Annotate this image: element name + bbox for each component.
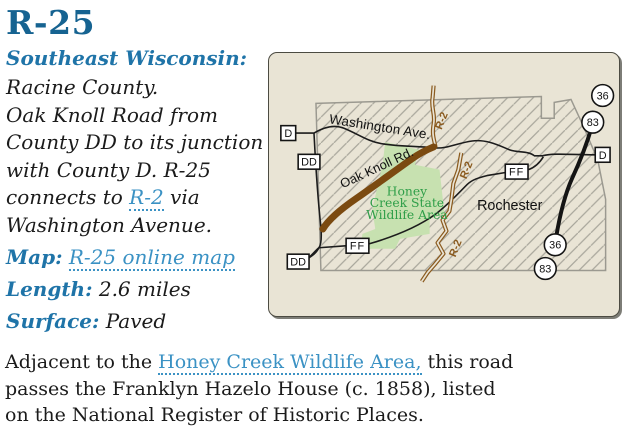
highway-36-83-road bbox=[554, 122, 595, 238]
county-marker-dd-south: DD bbox=[286, 253, 310, 270]
county-marker-d-left: D bbox=[280, 124, 297, 142]
svg-text:FF: FF bbox=[350, 241, 365, 253]
oak-knoll-rustic-road bbox=[319, 143, 438, 233]
county-marker-d-east: D bbox=[594, 146, 611, 164]
r2-route-link[interactable]: R-2 bbox=[129, 185, 164, 211]
svg-text:DD: DD bbox=[301, 157, 317, 169]
intro-line-5-prefix: connects to bbox=[6, 185, 130, 209]
r2-road-north-inner bbox=[431, 85, 437, 149]
svg-text:FF: FF bbox=[509, 167, 524, 179]
route-shield-83-top: 83 bbox=[581, 110, 605, 134]
wildlife-area-link[interactable]: Honey Creek Wildlife Area, bbox=[158, 351, 422, 375]
svg-text:83: 83 bbox=[539, 263, 551, 275]
svg-text:36: 36 bbox=[597, 90, 609, 102]
surface-label: Surface: bbox=[6, 309, 100, 333]
intro-line-3: County DD to its junction bbox=[6, 130, 264, 154]
footer-paragraph: Adjacent to the Honey Creek Wildlife Are… bbox=[5, 349, 625, 429]
route-map-svg: Washington Ave. Oak Knoll Rd. Rochester … bbox=[280, 83, 615, 283]
map-label: Map: bbox=[6, 245, 63, 269]
intro-line-6: Washington Avenue. bbox=[6, 212, 213, 237]
route-map: Washington Ave. Oak Knoll Rd. Rochester … bbox=[268, 52, 620, 317]
county-marker-ff-south: FF bbox=[345, 237, 370, 254]
svg-text:36: 36 bbox=[549, 240, 561, 252]
surface-row: Surface: Paved bbox=[6, 308, 266, 335]
route-description: Racine County. Oak Knoll Road from Count… bbox=[6, 74, 266, 239]
route-shield-36-top: 36 bbox=[590, 83, 615, 108]
intro-line-5-suffix: via bbox=[163, 185, 200, 209]
map-row: Map: R-25 online map bbox=[6, 244, 266, 271]
r2-road-south-inner bbox=[421, 152, 463, 282]
footer-line-2: passes the Franklyn Hazelo House (c. 185… bbox=[5, 377, 496, 400]
wildlife-area-label-line1: Honey bbox=[387, 184, 427, 198]
page-title: R-25 bbox=[6, 3, 96, 42]
route-shield-36-bottom: 36 bbox=[543, 233, 567, 257]
svg-text:83: 83 bbox=[587, 117, 599, 129]
route-shield-83-bottom: 83 bbox=[533, 256, 557, 281]
footer-prefix: Adjacent to the bbox=[5, 351, 159, 373]
length-label: Length: bbox=[6, 277, 93, 301]
washington-ave-road bbox=[296, 125, 595, 157]
footer-line1-suffix: this road bbox=[421, 351, 514, 373]
surface-value: Paved bbox=[105, 309, 167, 333]
intro-line-2: Oak Knoll Road from bbox=[6, 102, 218, 127]
length-value: 2.6 miles bbox=[98, 277, 191, 301]
length-row: Length: 2.6 miles bbox=[6, 276, 266, 303]
county-marker-ff-east: FF bbox=[504, 163, 529, 180]
svg-text:D: D bbox=[599, 150, 607, 162]
intro-line-4: with County D. R-25 bbox=[6, 157, 211, 182]
region-heading: Southeast Wisconsin: bbox=[6, 46, 248, 70]
svg-text:D: D bbox=[284, 128, 292, 140]
left-column: R-25 Southeast Wisconsin: Racine County.… bbox=[6, 0, 266, 335]
wildlife-area-label-line3: Wildlife Area bbox=[366, 208, 448, 222]
svg-text:DD: DD bbox=[290, 257, 306, 269]
wildlife-area-label-line2: Creek State bbox=[370, 196, 444, 210]
intro-line-1: Racine County. bbox=[6, 75, 159, 99]
online-map-link[interactable]: R-25 online map bbox=[68, 245, 235, 271]
county-marker-dd-left: DD bbox=[297, 153, 321, 170]
rochester-label: Rochester bbox=[477, 198, 543, 214]
footer-line-3: on the National Register of Historic Pla… bbox=[5, 404, 424, 426]
